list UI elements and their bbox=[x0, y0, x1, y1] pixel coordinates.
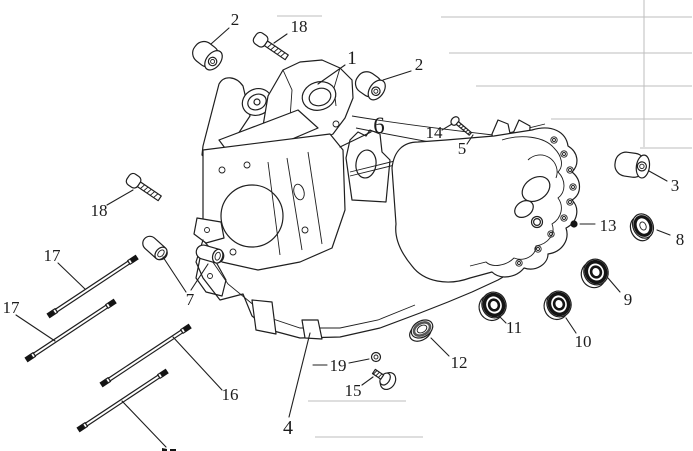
case-feet bbox=[193, 217, 227, 297]
callout-18-left: 18 bbox=[91, 201, 108, 220]
callout-11: 11 bbox=[506, 318, 522, 337]
part-stud-16 bbox=[99, 323, 192, 388]
part-stud-17-upper bbox=[46, 254, 139, 319]
callout-17-lower: 17 bbox=[3, 298, 21, 317]
mount-arm bbox=[201, 77, 273, 166]
part-bearing-11 bbox=[478, 291, 507, 322]
part-bushing-2-right bbox=[354, 71, 386, 101]
callout-17-upper: 17 bbox=[44, 246, 62, 265]
callout-13: 13 bbox=[600, 216, 617, 235]
callout-9: 9 bbox=[624, 290, 633, 309]
part-seal-12 bbox=[409, 319, 434, 342]
part-stud-bottom bbox=[76, 368, 169, 433]
right-case-half bbox=[391, 127, 581, 283]
page-grid-lines bbox=[277, 0, 692, 438]
left-case-half bbox=[202, 133, 346, 271]
callout-2-left: 2 bbox=[231, 10, 240, 29]
callout-18-top: 18 bbox=[291, 17, 308, 36]
clipped-label-fragment bbox=[162, 448, 176, 451]
part-stud-17-lower bbox=[24, 298, 117, 363]
callout-7: 7 bbox=[186, 290, 195, 309]
part-bearing-9 bbox=[580, 258, 609, 289]
callout-15: 15 bbox=[345, 381, 362, 400]
callout-6: 6 bbox=[373, 113, 385, 138]
callout-12: 12 bbox=[451, 353, 468, 372]
bolt-holes bbox=[515, 136, 577, 267]
callout-5: 5 bbox=[458, 139, 467, 158]
callout-1: 1 bbox=[347, 48, 357, 69]
callout-labels: 2 18 1 2 6 14 5 3 13 8 9 10 11 12 4 19 1… bbox=[3, 10, 685, 439]
part-seal-8 bbox=[629, 213, 655, 242]
part-screw-14-5 bbox=[450, 116, 473, 136]
part-bushing-2-left bbox=[192, 40, 223, 71]
part-bolt-15 bbox=[371, 368, 397, 391]
part-washer-19 bbox=[370, 351, 382, 363]
part-pin-7-right bbox=[195, 244, 225, 264]
callout-3: 3 bbox=[671, 176, 680, 195]
part-bolt-18-top bbox=[252, 31, 289, 61]
callout-19: 19 bbox=[330, 356, 347, 375]
callout-10: 10 bbox=[575, 332, 592, 351]
crankcase-drawing bbox=[193, 59, 581, 340]
bottom-skirt bbox=[195, 239, 521, 340]
callout-14: 14 bbox=[426, 123, 444, 142]
callout-8: 8 bbox=[676, 230, 685, 249]
part-bearing-10 bbox=[543, 290, 572, 321]
callout-16: 16 bbox=[222, 385, 239, 404]
part-plug-13 bbox=[570, 220, 578, 228]
part-pin-7-left bbox=[142, 235, 168, 261]
part-dowel-3 bbox=[614, 151, 651, 179]
part-bolt-18-left bbox=[125, 172, 162, 202]
leader-lines bbox=[15, 27, 671, 448]
callout-2-right: 2 bbox=[415, 55, 424, 74]
callout-4: 4 bbox=[283, 417, 293, 439]
